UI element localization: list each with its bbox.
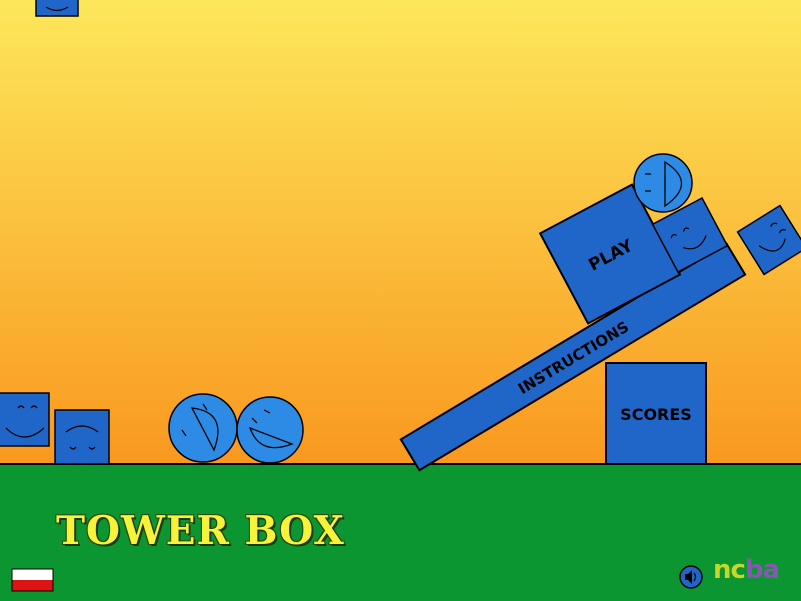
smiley-box-small-tilted <box>651 197 729 273</box>
smiley-ball-top <box>633 153 693 213</box>
smiley-ball-2 <box>236 396 304 464</box>
falling-box-right <box>736 204 801 276</box>
publisher-logo[interactable]: ncba <box>713 555 780 585</box>
game-title: TOWER BOX <box>56 508 345 554</box>
smiley-box-left-1 <box>0 392 50 447</box>
falling-box-top <box>35 0 79 17</box>
logo-part-nc: nc <box>713 555 746 585</box>
smiley-box-left-2 <box>54 409 110 465</box>
smiley-ball-1 <box>168 393 238 463</box>
scores-button-label: SCORES <box>620 405 692 424</box>
logo-part-ba: ba <box>744 555 780 585</box>
speaker-icon[interactable] <box>679 565 703 589</box>
scores-button[interactable]: SCORES <box>605 362 707 465</box>
poland-flag-icon[interactable] <box>11 568 54 592</box>
ground <box>0 464 801 601</box>
